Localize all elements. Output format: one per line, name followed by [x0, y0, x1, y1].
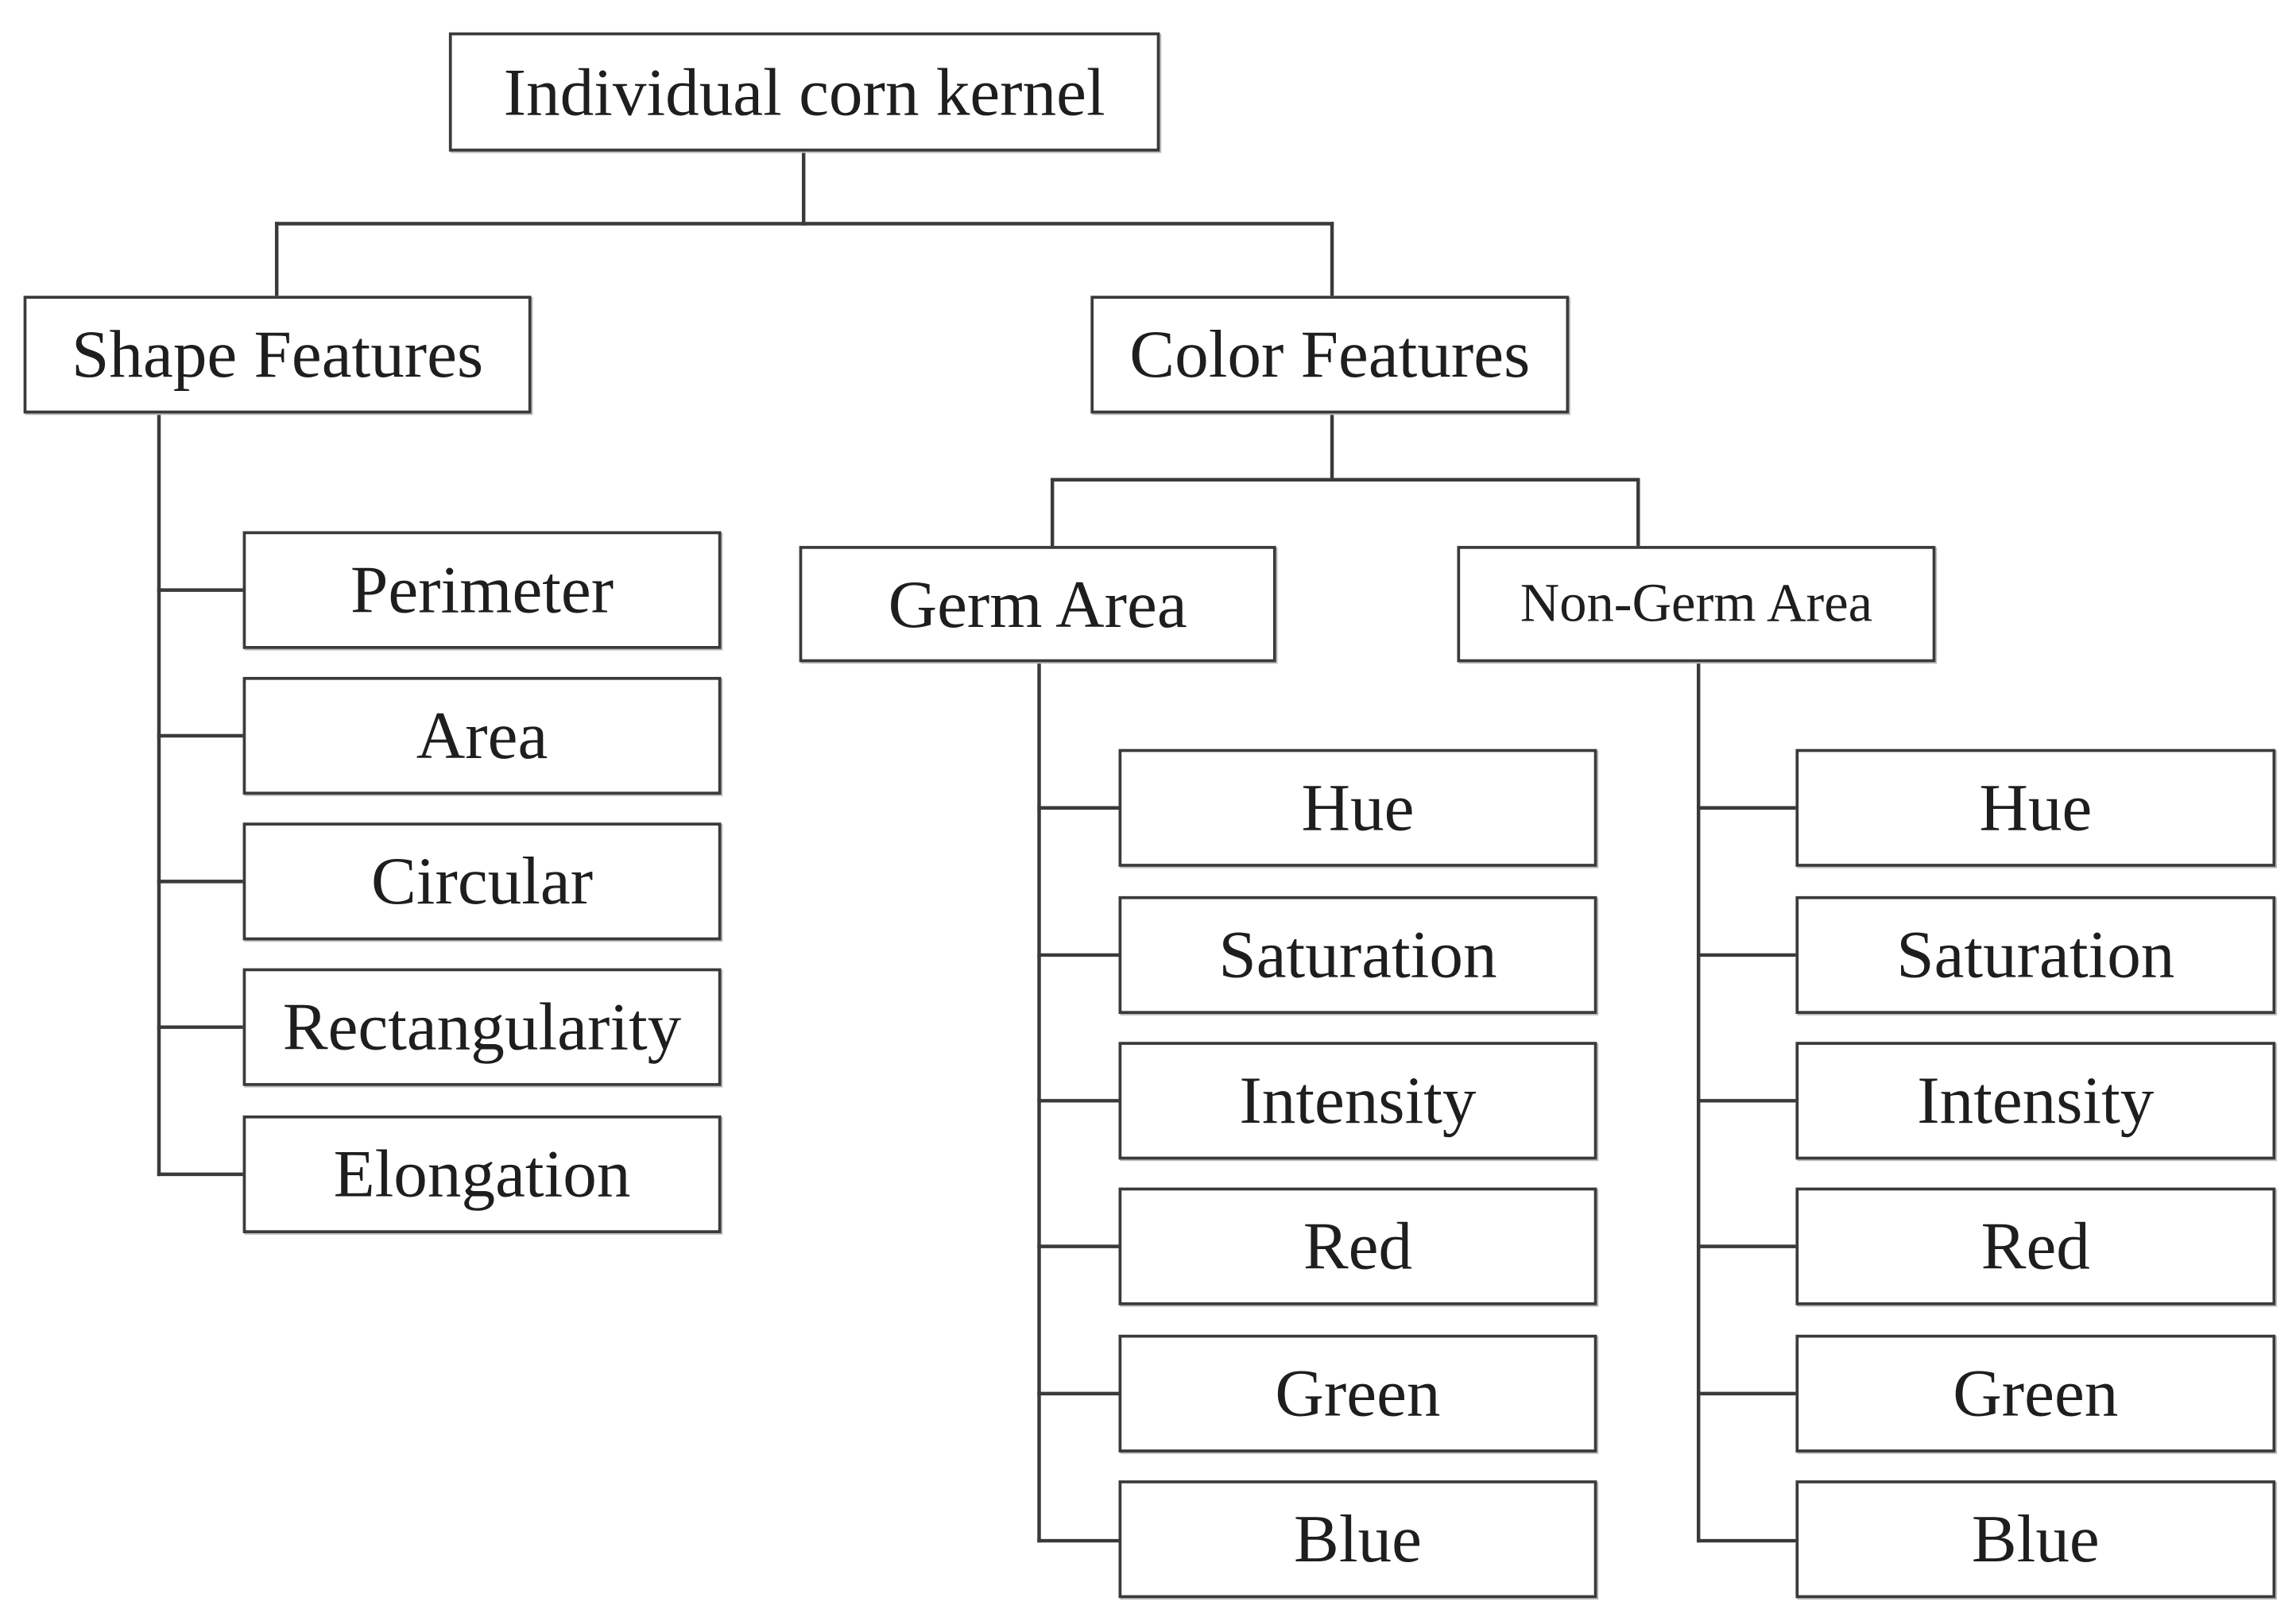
germ-feature-node: Red	[1118, 1187, 1597, 1305]
germ-area-node: Germ Area	[799, 546, 1276, 663]
germ-feature-label: Green	[1275, 1355, 1441, 1431]
non-germ-feature-node: Blue	[1795, 1480, 2276, 1599]
germ-feature-node: Hue	[1118, 748, 1597, 867]
non-germ-area-node: Non-Germ Area	[1457, 546, 1936, 663]
shape-feature-label: Area	[416, 697, 548, 773]
shape-features-node: Shape Features	[23, 296, 532, 414]
germ-feature-label: Hue	[1301, 769, 1415, 845]
germ-feature-label: Blue	[1293, 1501, 1422, 1576]
non-germ-feature-label: Blue	[1971, 1501, 2100, 1576]
non-germ-feature-node: Red	[1795, 1187, 2276, 1305]
color-features-label: Color Features	[1129, 316, 1531, 392]
shape-feature-node: Circular	[242, 822, 722, 941]
non-germ-feature-label: Red	[1980, 1208, 2090, 1283]
shape-feature-node: Perimeter	[242, 531, 722, 649]
germ-area-label: Germ Area	[888, 566, 1187, 641]
non-germ-feature-node: Green	[1795, 1334, 2276, 1452]
germ-feature-node: Blue	[1118, 1480, 1597, 1599]
non-germ-feature-label: Hue	[1979, 769, 2093, 845]
non-germ-feature-label: Saturation	[1896, 916, 2175, 992]
color-features-node: Color Features	[1090, 296, 1570, 414]
non-germ-feature-node: Saturation	[1795, 895, 2276, 1015]
non-germ-feature-label: Intensity	[1917, 1062, 2155, 1138]
shape-feature-node: Area	[242, 676, 722, 795]
germ-feature-label: Saturation	[1218, 916, 1497, 992]
non-germ-area-label: Non-Germ Area	[1520, 574, 1873, 635]
germ-feature-node: Green	[1118, 1334, 1597, 1452]
germ-feature-label: Intensity	[1239, 1062, 1477, 1138]
non-germ-feature-node: Hue	[1795, 748, 2276, 867]
shape-feature-node: Rectangularity	[242, 968, 722, 1086]
shape-feature-label: Rectangularity	[282, 988, 682, 1064]
germ-feature-node: Saturation	[1118, 895, 1597, 1015]
germ-feature-node: Intensity	[1118, 1042, 1597, 1160]
non-germ-feature-node: Intensity	[1795, 1042, 2276, 1160]
shape-feature-node: Elongation	[242, 1115, 722, 1233]
shape-feature-label: Perimeter	[350, 551, 614, 627]
shape-feature-label: Elongation	[333, 1135, 631, 1212]
root-node: Individual corn kernel	[448, 32, 1160, 152]
shape-feature-label: Circular	[370, 843, 594, 919]
root-label: Individual corn kernel	[503, 53, 1105, 130]
germ-feature-label: Red	[1303, 1208, 1413, 1283]
shape-features-label: Shape Features	[72, 316, 484, 392]
non-germ-feature-label: Green	[1953, 1355, 2119, 1431]
